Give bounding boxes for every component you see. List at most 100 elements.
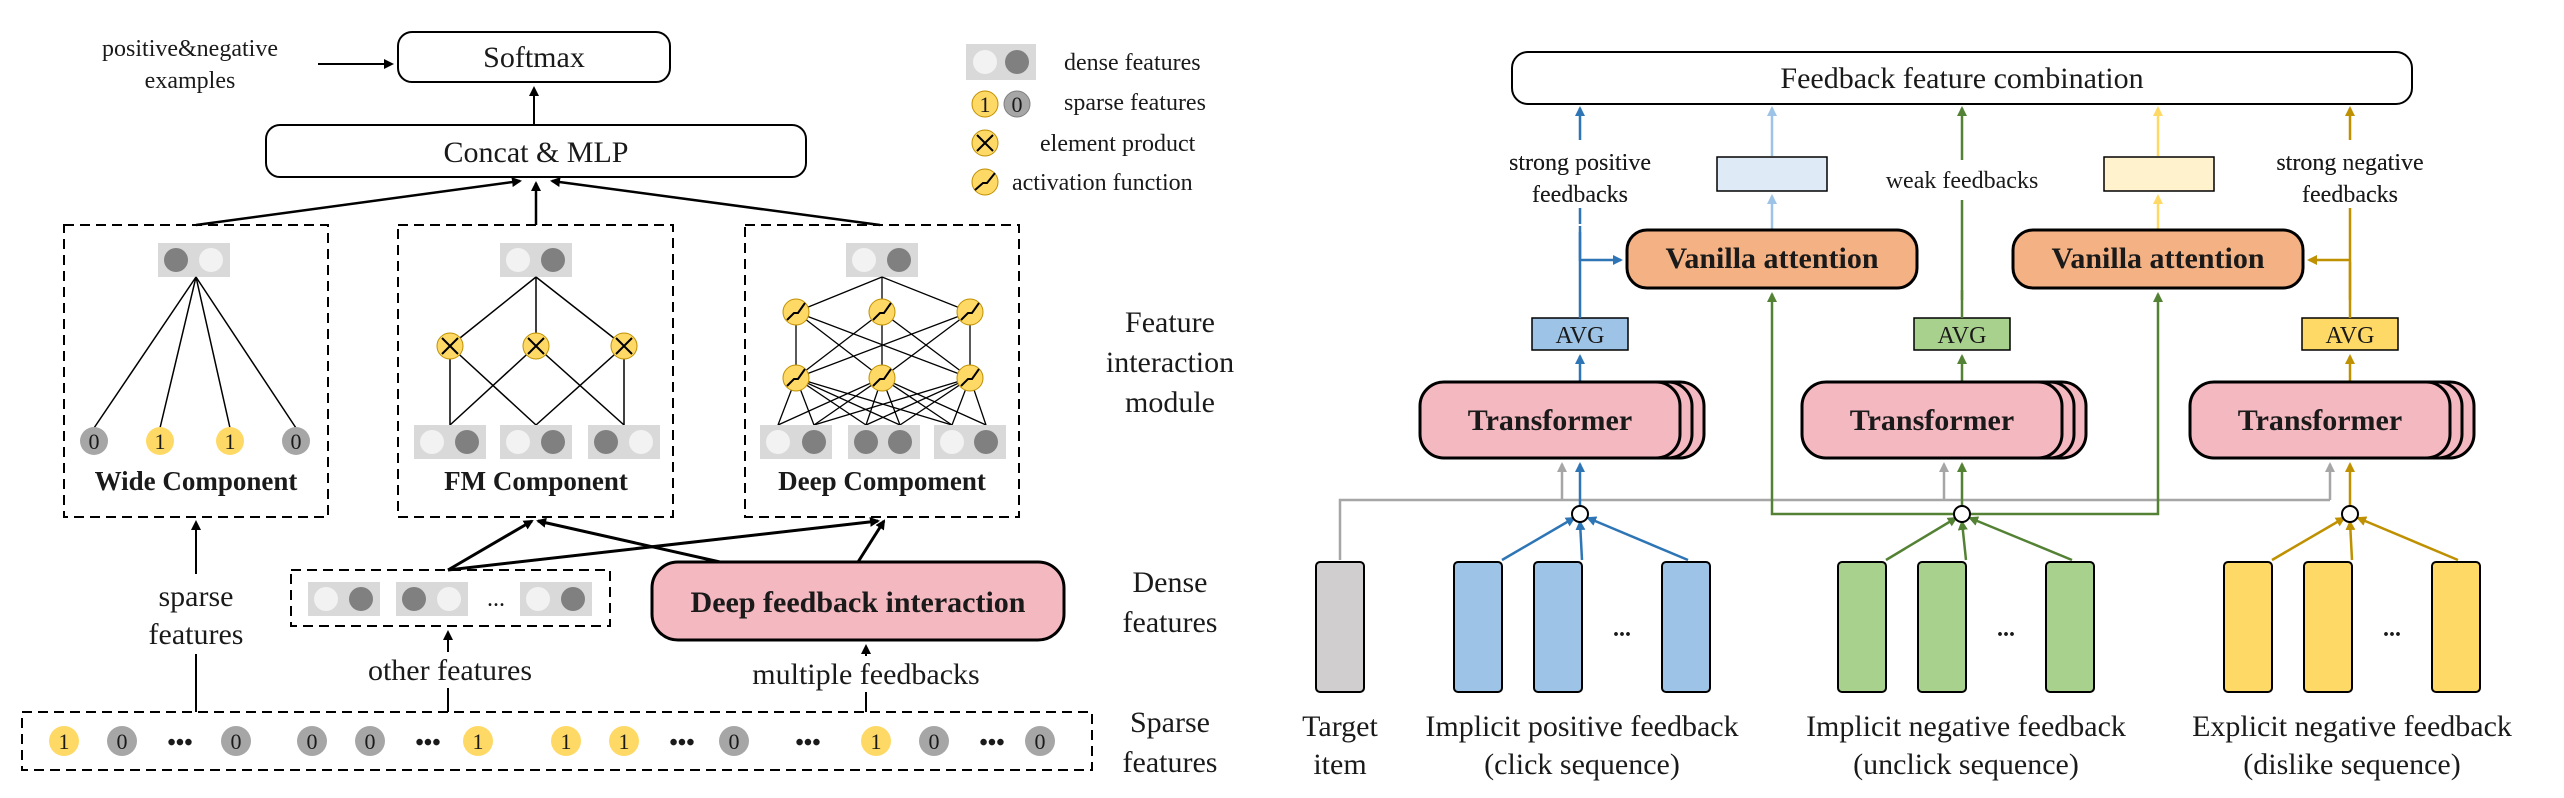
wide-input-2-label: 1	[225, 429, 236, 454]
wide-output-circle-dark	[164, 248, 188, 272]
sparse-features-arrow-label-1: sparse	[159, 580, 234, 613]
sparse-row-node	[609, 726, 639, 756]
sparse-row-node-value: 0	[117, 729, 128, 754]
target-item-bar	[1315, 561, 1365, 693]
sparse-row-node	[719, 726, 749, 756]
feedback-combination-box	[1511, 51, 2413, 105]
positive-sequence-bars	[1453, 561, 1711, 693]
concat-mlp-box	[265, 124, 807, 178]
sparse-label-2: features	[1123, 746, 1218, 779]
fm-product-nodes	[436, 332, 638, 360]
fm-output-circle-dark	[541, 248, 565, 272]
wide-component-box	[63, 224, 329, 518]
weak-to-vanilla2-arrow	[1962, 292, 2163, 516]
avg-negative-label: AVG	[2326, 323, 2375, 349]
wide-input-3-label: 0	[291, 429, 302, 454]
legend-sparse-value-1: 1	[980, 92, 991, 117]
weak-feedbacks-label-over: weak feedbacks	[1886, 168, 2039, 194]
vanilla-attention-1-box	[1625, 228, 1919, 290]
other-features-label: other features	[368, 654, 532, 687]
dislike-ellipsis: ...	[2383, 616, 2401, 642]
target-label-1: Target	[1302, 710, 1378, 743]
dislike-feedback-label-2: (dislike sequence)	[2243, 748, 2460, 781]
strong-positive-label-2-over: feedbacks	[1532, 182, 1628, 208]
negative-feedback-label-2: (unclick sequence)	[1853, 748, 2079, 781]
sparse-row-node	[297, 726, 327, 756]
neg-fan-in	[1885, 505, 2073, 562]
wide-input-1-label: 1	[155, 429, 166, 454]
dislike-feedback-label-1: Explicit negative feedback	[2192, 710, 2512, 743]
fm-output-circle-light	[506, 248, 530, 272]
pos-fan-in	[1501, 505, 1689, 562]
sparse-row-node-value: 0	[929, 729, 940, 754]
weak-to-vanilla1-arrow	[1767, 292, 1962, 516]
legend-sparse-icon-0	[1003, 90, 1031, 118]
sparse-row-node	[1025, 726, 1055, 756]
vanilla-attention-2-box	[2011, 228, 2305, 290]
legend-sparse-icon-1	[971, 90, 999, 118]
wide-output-circle-light	[199, 248, 223, 272]
weak-label-background	[1876, 160, 2048, 200]
deep-component-box	[744, 224, 1020, 518]
sparse-row-node-value: 1	[59, 729, 70, 754]
legend-dense-circle-light	[973, 50, 997, 74]
legend-product-label: element product	[1040, 131, 1196, 157]
sparse-row-ellipsis: •••	[415, 730, 440, 756]
sparse-row-node-value: 0	[1035, 729, 1046, 754]
sparse-row-node	[49, 726, 79, 756]
positive-ellipsis: ...	[1613, 616, 1631, 642]
fm-component-title: FM Component	[444, 466, 628, 496]
sparse-row-node-value: 1	[473, 729, 484, 754]
sparse-row-ellipsis: •••	[669, 730, 694, 756]
sparse-row-node	[355, 726, 385, 756]
vanilla-attention-1-label: Vanilla attention	[1665, 242, 1878, 275]
positive-feedback-label-1: Implicit positive feedback	[1425, 710, 1738, 743]
dense-ellipsis: ...	[487, 586, 505, 612]
transformer-2	[1800, 380, 2088, 460]
sparse-features-arrow-label-2: features	[149, 618, 244, 651]
sparse-row-node	[107, 726, 137, 756]
softmax-label: Softmax	[483, 41, 585, 74]
feedback-to-deep-arrow	[856, 519, 886, 563]
feature-module-label-3: module	[1125, 386, 1215, 419]
deep-feedback-interaction-label: Deep feedback interaction	[691, 586, 1026, 619]
feedback-combination-label: Feedback feature combination	[1780, 62, 2143, 95]
sparse-row-node-value: 1	[561, 729, 572, 754]
wide-input-2	[216, 427, 244, 455]
activation-icon	[974, 172, 996, 191]
other-features-label-background	[350, 652, 550, 688]
wide-input-0-label: 0	[89, 429, 100, 454]
sparse-row-node-value: 0	[365, 729, 376, 754]
fm-component-box	[397, 224, 674, 518]
softmax-box	[397, 31, 671, 83]
transformer-1-label: Transformer	[1468, 404, 1632, 437]
wide-input-0	[80, 427, 108, 455]
sparse-row-node	[919, 726, 949, 756]
legend-sparse-value-0: 0	[1012, 92, 1023, 117]
deep-input-dense	[760, 425, 1006, 459]
positive-feedback-label-2: (click sequence)	[1484, 748, 1680, 781]
dense-features-box	[290, 569, 611, 627]
negative-ellipsis: ...	[1997, 616, 2015, 642]
deep-output-circle-dark	[887, 248, 911, 272]
positive-to-vanilla-arrow	[1578, 226, 1623, 265]
strong-negative-label-2-over: feedbacks	[2302, 182, 2398, 208]
dense-to-fm-arrow	[447, 519, 534, 572]
legend-dense-circle-dark	[1005, 50, 1029, 74]
negative-output-box	[2103, 156, 2215, 192]
target-gray-bus	[1338, 498, 2330, 560]
legend-sparse-label: sparse features	[1064, 90, 1206, 116]
sparse-row-node-value: 0	[729, 729, 740, 754]
wide-component-title: Wide Component	[95, 466, 298, 496]
right-panel: Feedback feature combination strong posi…	[1302, 51, 2512, 781]
negative-sequence-bars	[1837, 561, 2095, 693]
wide-input-1	[146, 427, 174, 455]
sparse-row-node-value: 0	[307, 729, 318, 754]
examples-label-line2: examples	[145, 68, 236, 94]
x-icon	[976, 134, 994, 152]
negative-arrow-label-gap	[2340, 140, 2360, 208]
wide-edges	[93, 276, 297, 429]
negative-feedback-label-1: Implicit negative feedback	[1806, 710, 2126, 743]
